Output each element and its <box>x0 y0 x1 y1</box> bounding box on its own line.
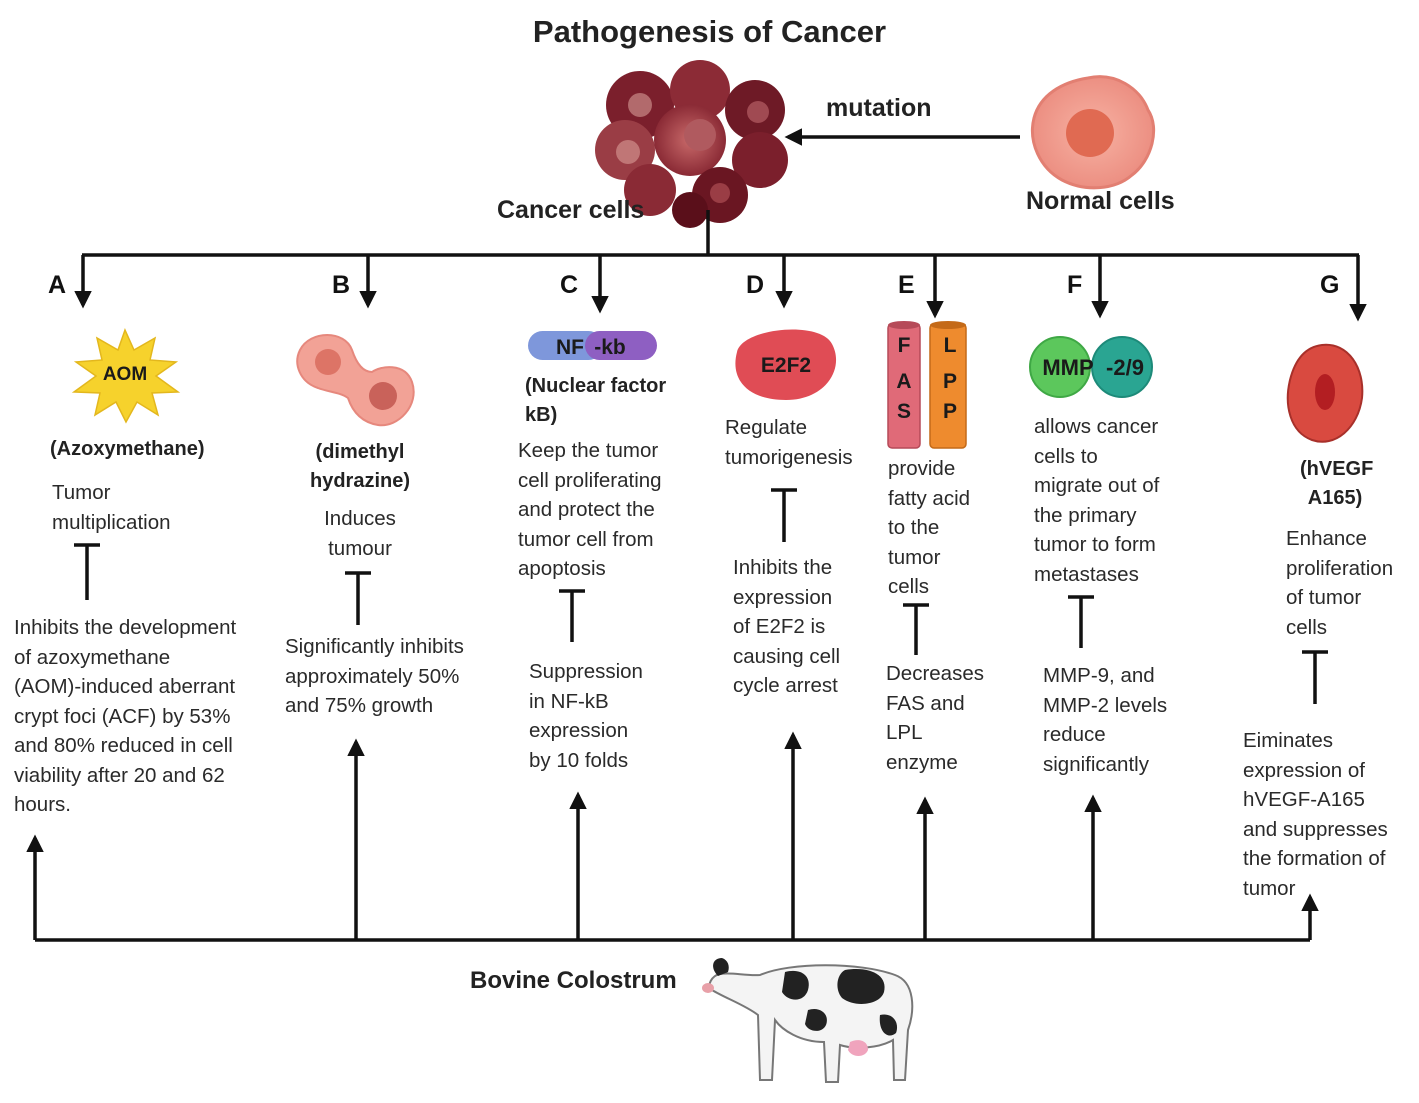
panel-b-effect: Induces tumour <box>324 507 396 560</box>
panel-e-inhibition: Decreases FAS and LPL enzyme <box>886 662 984 774</box>
fas-letter-3: S <box>897 400 911 423</box>
panel-g-subtitle: (hVEGF A165) <box>1300 458 1374 509</box>
panel-letter-d: D <box>746 271 765 299</box>
panel-e-effect: provide fatty acid to the tumor cells <box>888 457 971 598</box>
nfkb-badge-right: -kb <box>594 336 626 359</box>
e2f2-badge-text: E2F2 <box>761 354 811 377</box>
fas-letter-1: F <box>898 334 911 357</box>
lpp-letter-1: L <box>944 334 957 357</box>
panel-d-inhibition: Inhibits the expression of E2F2 is causi… <box>733 556 841 697</box>
mmp-badge-icon: MMP -2/9 <box>1029 336 1153 398</box>
panel-letter-c: C <box>560 271 579 299</box>
panel-letter-a: A <box>48 271 67 299</box>
panel-a-inhibition: Inhibits the development of azoxymethane… <box>14 616 237 816</box>
cow-icon <box>702 958 914 1083</box>
panel-down-arrows <box>74 255 1367 322</box>
panel-f-effect: allows cancer cells to migrate out of th… <box>1034 415 1160 586</box>
bottom-connector <box>26 731 1319 942</box>
panel-letter-f: F <box>1067 271 1083 299</box>
diagram-title: Pathogenesis of Cancer <box>532 14 887 49</box>
bovine-colostrum-label: Bovine Colostrum <box>470 967 677 994</box>
e2f2-icon: E2F2 <box>735 329 837 400</box>
lpp-letter-2: P <box>943 370 957 393</box>
nfkb-badge-left: NF <box>556 336 584 359</box>
inhibition-bars <box>74 488 1328 704</box>
aom-badge-text: AOM <box>103 364 147 385</box>
mmp-badge-right: -2/9 <box>1106 355 1144 380</box>
panel-letter-b: B <box>332 271 351 299</box>
panel-b-inhibition: Significantly inhibits approximately 50%… <box>285 635 464 717</box>
nfkb-badge-icon: NF -kb <box>528 331 657 360</box>
top-connector <box>82 210 1359 257</box>
normal-cells-icon <box>1031 75 1156 190</box>
panel-c-subtitle: (Nuclear factor kB) <box>525 375 667 426</box>
panel-c-effect: Keep the tumor cell proliferating and pr… <box>518 439 662 580</box>
mutation-label: mutation <box>826 94 932 122</box>
lpp-letter-3: P <box>943 400 957 423</box>
panel-f-inhibition: MMP-9, and MMP-2 levels reduce significa… <box>1043 664 1168 776</box>
panel-c-inhibition: Suppression in NF-kB expression by 10 fo… <box>529 660 643 772</box>
panel-letter-g: G <box>1320 271 1340 299</box>
fas-lpp-tubes-icon: F A S L P P <box>887 321 967 449</box>
panel-d-effect: Regulate tumorigenesis <box>725 416 853 469</box>
normal-cells-label: Normal cells <box>1026 187 1175 215</box>
panel-letter-e: E <box>898 271 915 299</box>
fas-letter-2: A <box>896 370 911 393</box>
panel-b-subtitle: (dimethyl hydrazine) <box>309 441 411 492</box>
mmp-badge-left: MMP <box>1042 355 1093 380</box>
cancer-cells-icon <box>595 60 788 228</box>
panel-a-effect: Tumor multiplication <box>52 481 171 534</box>
cancer-cells-label: Cancer cells <box>497 196 645 224</box>
aom-star-icon: AOM <box>71 327 181 424</box>
panel-g-effect: Enhance proliferation of tumor cells <box>1286 527 1394 639</box>
panel-a-subtitle: (Azoxymethane) <box>50 438 205 460</box>
hvegf-cell-icon <box>1286 343 1364 443</box>
panel-g-inhibition: Eiminates expression of hVEGF-A165 and s… <box>1243 729 1388 900</box>
dividing-cell-icon <box>296 334 415 427</box>
